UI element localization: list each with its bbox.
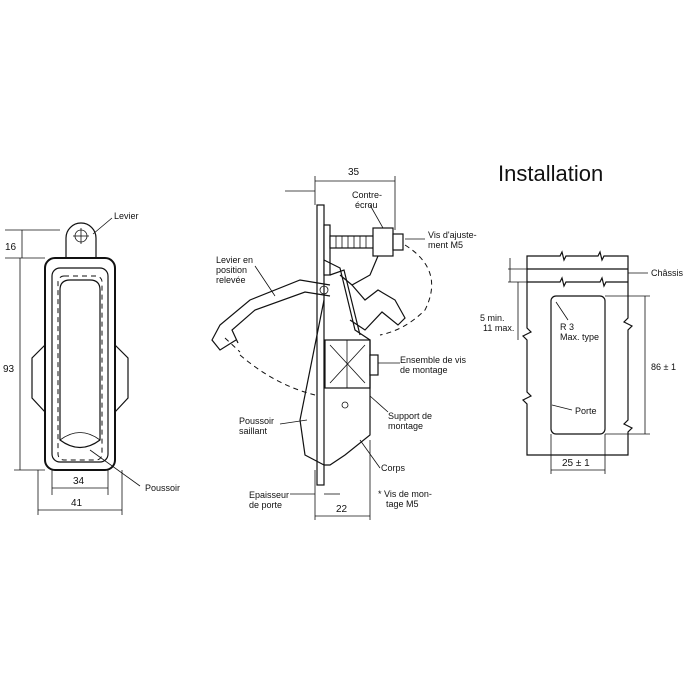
front-view: 16 93 34 41 Levier Poussoir <box>3 211 180 515</box>
label-epaisseur-2: de porte <box>249 500 282 510</box>
dim-22-label: 22 <box>336 504 348 515</box>
label-contre-ecrou-2: écrou <box>355 200 378 210</box>
dim-16-label: 16 <box>5 242 17 253</box>
latch-body-outline <box>44 257 116 471</box>
label-vis-ajustement-2: ment M5 <box>428 240 463 250</box>
label-chassis: Châssis <box>651 268 684 278</box>
label-porte: Porte <box>575 406 597 416</box>
side-view: 35 22 <box>211 167 477 520</box>
door-plate <box>316 204 325 486</box>
drawing-title: Installation <box>498 161 603 186</box>
label-vis-montage-2: tage M5 <box>386 499 419 509</box>
label-support-1: Support de <box>388 411 432 421</box>
lever-tip <box>65 222 97 258</box>
label-poussoir-saillant-1: Poussoir <box>239 416 274 426</box>
cutout-view: Châssis 5 min. 11 max. R 3 Max. type Por… <box>480 250 684 474</box>
label-gap-2: 11 max. <box>483 323 514 333</box>
label-ensemble-vis-2: de montage <box>400 365 448 375</box>
label-corps: Corps <box>381 463 406 473</box>
dim-25-label: 25 ± 1 <box>562 458 590 469</box>
dim-34-label: 34 <box>73 476 85 487</box>
door-cutout <box>550 295 606 435</box>
label-radius-2: Max. type <box>560 332 599 342</box>
label-levier-releve-2: position <box>216 265 247 275</box>
label-gap-1: 5 min. <box>480 313 505 323</box>
dim-41-label: 41 <box>71 498 83 509</box>
label-vis-montage-1: * Vis de mon- <box>378 489 432 499</box>
label-support-2: montage <box>388 421 423 431</box>
label-poussoir: Poussoir <box>145 483 180 493</box>
label-ensemble-vis-1: Ensemble de vis <box>400 355 467 365</box>
dim-93-label: 93 <box>3 364 15 375</box>
push-button-shape <box>59 279 101 449</box>
raised-lever <box>211 279 331 351</box>
label-vis-ajustement-1: Vis d'ajuste- <box>428 230 477 240</box>
label-levier-releve-1: Levier en <box>216 255 253 265</box>
label-contre-ecrou-1: Contre- <box>352 190 382 200</box>
label-levier: Levier <box>114 211 139 221</box>
label-radius-1: R 3 <box>560 322 574 332</box>
label-levier-releve-3: relevée <box>216 275 246 285</box>
label-poussoir-saillant-2: saillant <box>239 426 268 436</box>
chassis-outline <box>521 250 634 456</box>
dim-35-label: 35 <box>348 167 360 178</box>
dim-86-label: 86 ± 1 <box>651 362 676 372</box>
label-epaisseur-1: Epaisseur <box>249 490 289 500</box>
